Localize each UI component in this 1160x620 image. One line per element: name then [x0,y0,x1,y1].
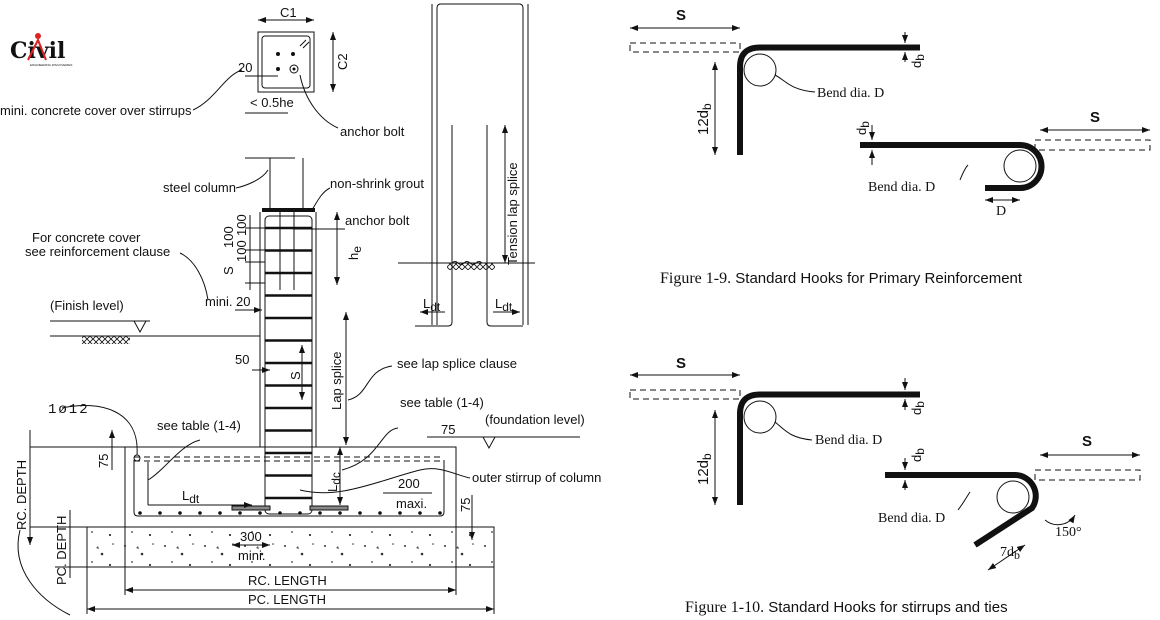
lap-splice-clause: see lap splice clause [397,356,517,371]
dim-100b: 100 [234,214,249,236]
dim-300: 300 [240,529,262,544]
pc-depth-label: PC. DEPTH [54,516,69,585]
fig10-db1: db [909,401,927,415]
bottom-bar [138,511,142,515]
bottom-bar [398,511,402,515]
outer-stirrup-label: outer stirrup of column [472,470,601,485]
cover-note-1: For concrete cover [32,230,141,245]
grout-label: non-shrink grout [330,176,424,191]
column-cross-section [192,17,339,129]
dim-c2: C2 [335,53,350,70]
svg-text:ENGINEERING DISCOVERIES: ENGINEERING DISCOVERIES [30,63,72,67]
lap-ldt-right: Ldt [495,296,513,314]
bottom-bar [218,511,222,515]
fig10-s2: S [1082,433,1092,450]
dim-s: S [221,266,236,275]
anchor-bolt-label-2: anchor bolt [345,213,410,228]
dim-edge: < 0.5he [250,95,294,110]
fig10-7db: 7db [1000,545,1020,562]
lap-ldt-left: Ldt [423,296,441,314]
fig10-s1: S [676,355,686,372]
maxi-label: maxi. [396,496,427,511]
fig10-caption: Figure 1-10. Standard Hooks for stirrups… [685,599,1008,616]
dim-s2: S [288,371,303,380]
bottom-bar [198,511,202,515]
bottom-bar [358,511,362,515]
cover-note: mini. concrete cover over stirrups [0,103,192,118]
dim-75-left: 75 [96,454,111,468]
bottom-bar [318,511,322,515]
bottom-bar [158,511,162,515]
dim-100c: 100 [234,240,249,262]
dim-75-top: 75 [441,422,455,437]
mini-label: mini. [238,548,265,563]
figure-1-10-hooks [629,372,1141,571]
mini-20: mini. 20 [205,294,251,309]
fig9-bend1: Bend dia. D [817,86,884,101]
fig10-12db: 12db [695,453,714,485]
bottom-bar [378,511,382,515]
rc-length-label: RC. LENGTH [248,573,327,588]
dim-100a: 100 [221,226,236,248]
bottom-bar [438,511,442,515]
fig10-bend1: Bend dia. D [815,433,882,448]
bottom-bar [178,511,182,515]
fig9-s1: S [676,7,686,24]
fig9-12db: 12db [695,103,714,135]
fig10-db2: db [909,448,927,462]
fig9-caption: Figure 1-9. Standard Hooks for Primary R… [660,270,1023,287]
ldt-label: Ldt [182,488,200,506]
cover-note-2: see reinforcement clause [25,244,170,259]
fig9-s2: S [1090,109,1100,126]
rc-depth-label: RC. DEPTH [14,460,29,530]
dim-50: 50 [235,352,249,367]
fig10-angle: 150° [1055,525,1082,540]
footing-elevation [17,157,580,616]
dim-cover-20: 20 [238,60,252,75]
fig9-d: D [996,204,1006,219]
bar-mark: 1ø12 [48,402,90,418]
figure-1-9-hooks [629,25,1151,203]
fig9-bend2: Bend dia. D [868,180,935,195]
bottom-bar [278,511,282,515]
fig9-db1: db [909,54,927,68]
finish-level-label: (Finish level) [50,298,124,313]
ldc-label: Ldc [325,472,343,492]
anchor-bolt-label: anchor bolt [340,124,405,139]
tension-lap-splice-label: Tension lap splice [505,162,520,265]
bottom-bar [418,511,422,515]
bottom-bar [258,511,262,515]
bottom-bar [338,511,342,515]
logo: Civil ENGINEERING DISCOVERIES [10,33,72,67]
fig9-db2: db [854,121,872,135]
foundation-level-label: (foundation level) [485,412,585,427]
tension-lap-splice [398,3,535,327]
dim-he: he [346,246,364,260]
dim-75-right: 75 [458,498,473,512]
bottom-bar [238,511,242,515]
fig10-bend2: Bend dia. D [878,511,945,526]
pc-length-label: PC. LENGTH [248,592,326,607]
see-table-left: see table (1-4) [157,418,241,433]
bottom-bar [298,511,302,515]
lap-splice-label: Lap splice [329,351,344,410]
dim-200: 200 [398,476,420,491]
steel-column-label: steel column [163,180,236,195]
dim-c1: C1 [280,5,297,20]
see-table-right: see table (1-4) [400,395,484,410]
